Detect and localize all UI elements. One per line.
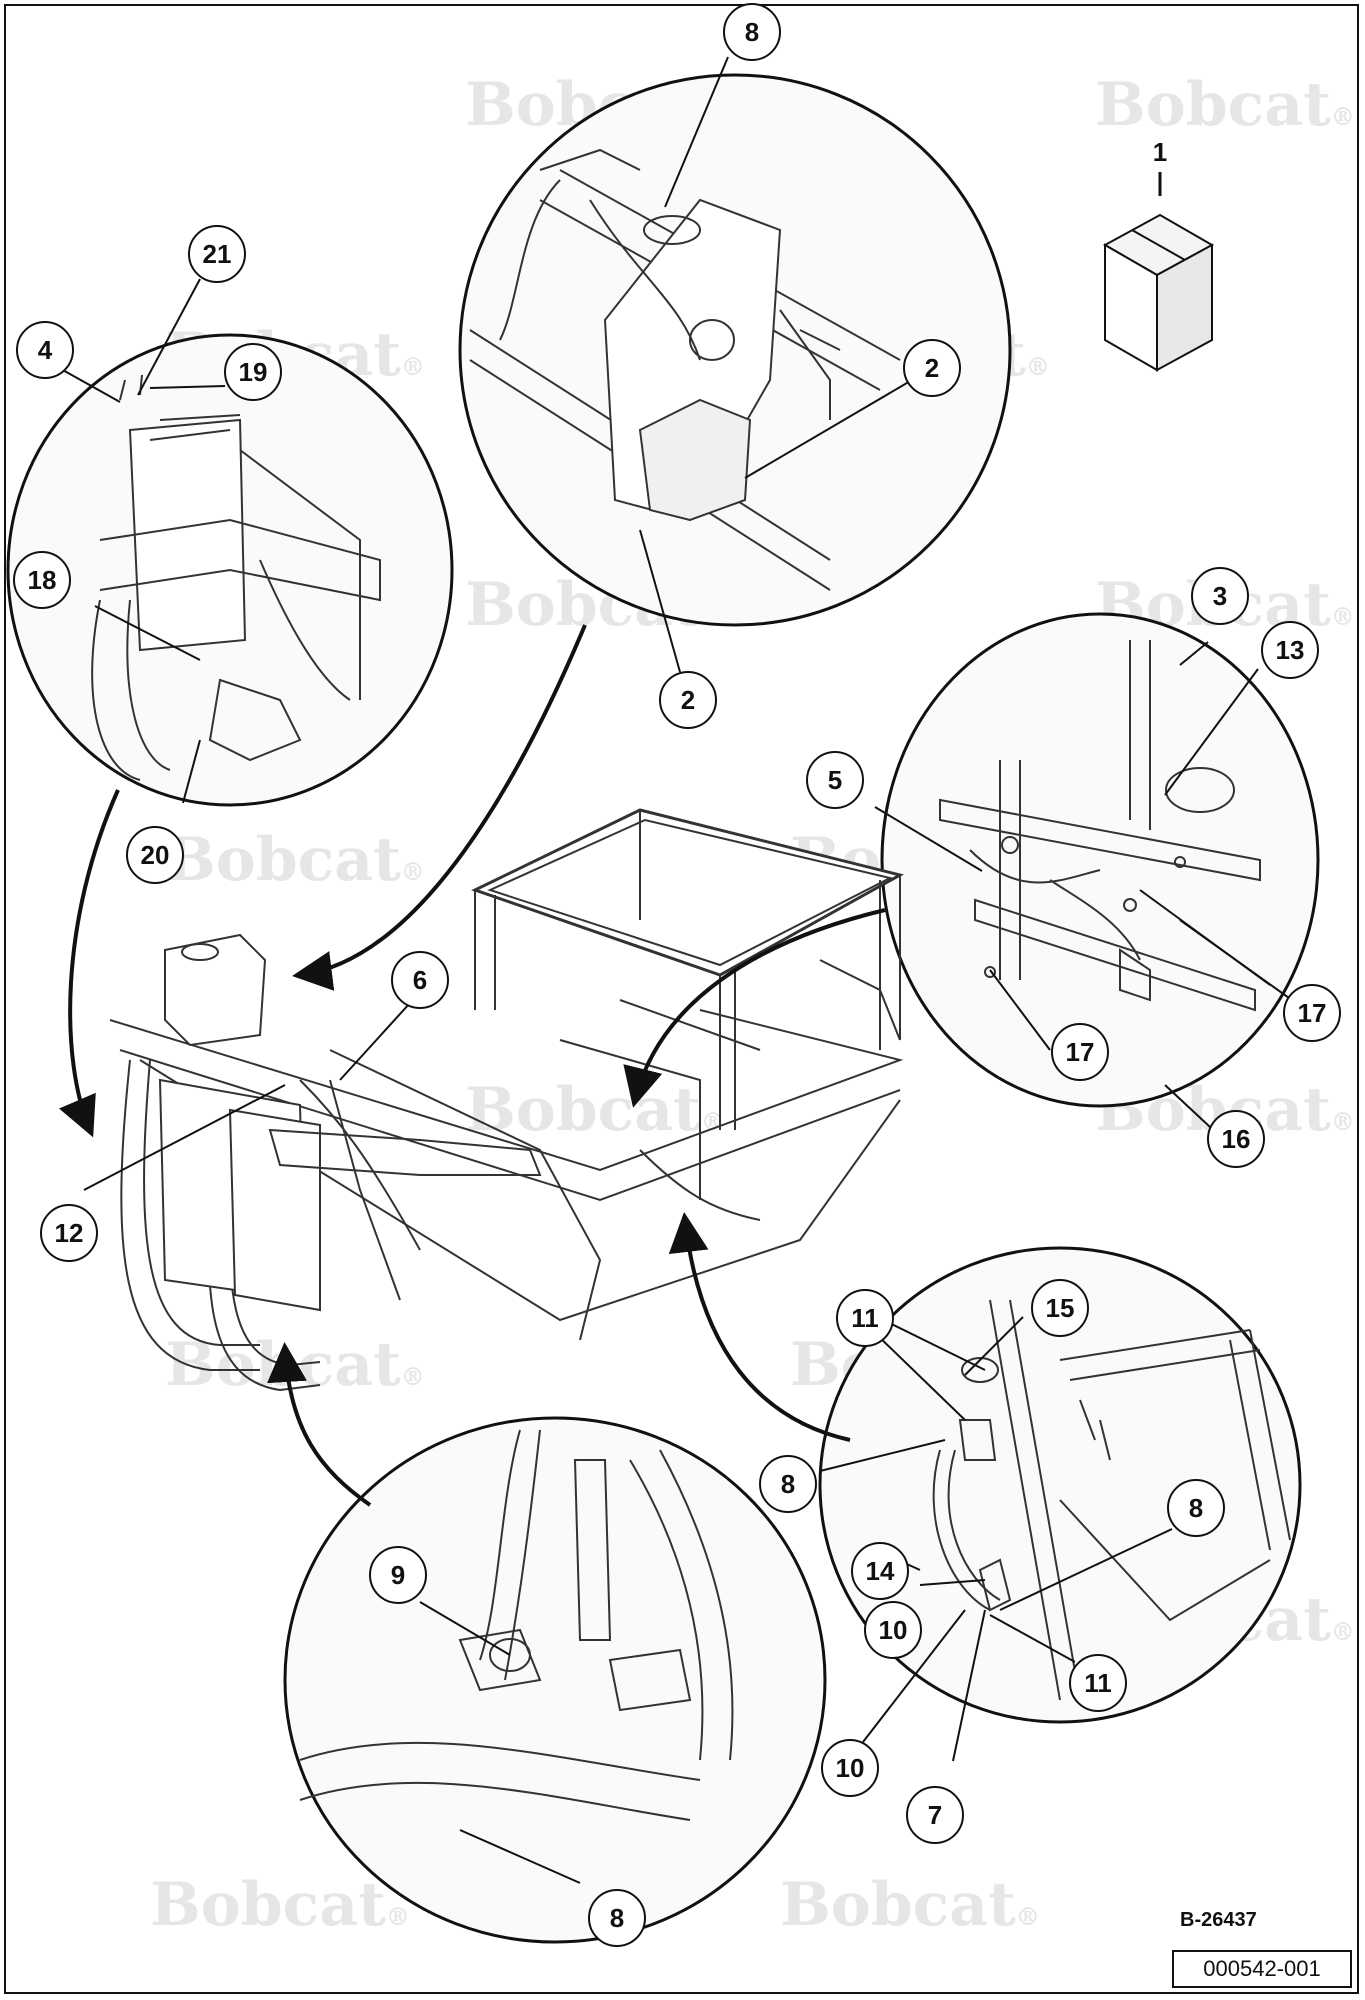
arrow-radiator-to-main: [267, 1342, 372, 1507]
callout-11: 11: [1069, 1654, 1127, 1712]
svg-text:12: 12: [55, 1218, 84, 1248]
callout-6: 6: [391, 951, 449, 1009]
svg-text:8: 8: [781, 1469, 795, 1499]
svg-text:14: 14: [866, 1556, 895, 1586]
kit-box-illustration: [1102, 172, 1215, 372]
callouts: 1 2 2 3 4 5 6 7 8 8 8 8 9 10 10 11 11 12…: [13, 3, 1341, 1947]
svg-text:18: 18: [28, 565, 57, 595]
callout-11: 11: [836, 1289, 894, 1347]
watermark: Bobcat®: [150, 1870, 410, 1940]
arrow-tank-to-main: [292, 624, 587, 991]
svg-text:8: 8: [1189, 1493, 1203, 1523]
callout-10: 10: [864, 1601, 922, 1659]
part-number-box: 000542-001: [1172, 1950, 1352, 1988]
detail-view-radiator-hose: [283, 1416, 827, 1944]
arrow-underside-to-main: [623, 908, 886, 1108]
svg-text:Bobcat®: Bobcat®: [780, 1870, 1040, 1940]
detail-view-hose-routing: [818, 1246, 1302, 1724]
svg-text:1: 1: [1153, 137, 1167, 167]
callout-10: 10: [821, 1739, 879, 1797]
callout-18: 18: [13, 551, 71, 609]
callout-8: 8: [588, 1889, 646, 1947]
callout-12: 12: [40, 1204, 98, 1262]
svg-text:2: 2: [681, 685, 695, 715]
svg-text:8: 8: [610, 1903, 624, 1933]
svg-text:4: 4: [38, 335, 53, 365]
arrow-pump-to-main: [59, 789, 120, 1138]
svg-text:9: 9: [391, 1560, 405, 1590]
callout-16: 16: [1207, 1110, 1265, 1168]
svg-text:2: 2: [925, 353, 939, 383]
svg-text:11: 11: [851, 1303, 879, 1333]
callout-15: 15: [1031, 1279, 1089, 1337]
part-number: 000542-001: [1203, 1956, 1321, 1981]
svg-text:11: 11: [1084, 1668, 1112, 1698]
svg-text:7: 7: [928, 1800, 942, 1830]
view-arrows: [59, 624, 886, 1507]
svg-text:Bobcat®: Bobcat®: [1095, 70, 1355, 140]
callout-2: 2: [903, 339, 961, 397]
callout-19: 19: [224, 343, 282, 401]
diagram-frame: [4, 4, 1359, 1994]
callout-9: 9: [369, 1546, 427, 1604]
detail-view-pump: [6, 333, 454, 807]
callout-20: 20: [126, 826, 184, 884]
svg-text:16: 16: [1222, 1124, 1251, 1154]
watermark: Bobcat®: [465, 1075, 725, 1145]
callout-13: 13: [1261, 621, 1319, 679]
callout-5: 5: [806, 751, 864, 809]
svg-text:Bobcat®: Bobcat®: [165, 825, 425, 895]
svg-text:3: 3: [1213, 581, 1227, 611]
callout-4: 4: [16, 321, 74, 379]
svg-text:21: 21: [203, 239, 232, 269]
callout-7: 7: [906, 1786, 964, 1844]
detail-view-tank: [458, 73, 1012, 627]
callout-3: 3: [1191, 567, 1249, 625]
svg-text:15: 15: [1046, 1293, 1075, 1323]
watermark: Bobcat®: [165, 825, 425, 895]
callout-17: 17: [1283, 984, 1341, 1042]
callout-8: 8: [723, 3, 781, 61]
callout-2: 2: [659, 671, 717, 729]
svg-text:Bobcat®: Bobcat®: [150, 1870, 410, 1940]
svg-text:10: 10: [879, 1615, 908, 1645]
callout-17: 17: [1051, 1023, 1109, 1081]
svg-text:19: 19: [239, 357, 268, 387]
svg-text:8: 8: [745, 17, 759, 47]
watermark: Bobcat®: [780, 1870, 1040, 1940]
callout-21: 21: [188, 225, 246, 283]
svg-text:20: 20: [141, 840, 170, 870]
callout-1: 1: [1153, 137, 1167, 167]
arrow-hose-to-main: [668, 1212, 851, 1442]
main-frame-assembly: [109, 808, 905, 1392]
svg-text:17: 17: [1298, 998, 1327, 1028]
svg-text:10: 10: [836, 1753, 865, 1783]
svg-text:13: 13: [1276, 635, 1305, 665]
svg-text:6: 6: [413, 965, 427, 995]
leader-lines: [60, 56, 1311, 1884]
callout-8: 8: [1167, 1479, 1225, 1537]
svg-text:5: 5: [828, 765, 842, 795]
watermark: Bobcat®: [1095, 70, 1355, 140]
callout-14: 14: [851, 1542, 909, 1600]
svg-text:Bobcat®: Bobcat®: [465, 1075, 725, 1145]
svg-text:17: 17: [1066, 1037, 1095, 1067]
drawing-number: B-26437: [1180, 1909, 1257, 1931]
callout-8: 8: [759, 1455, 817, 1513]
